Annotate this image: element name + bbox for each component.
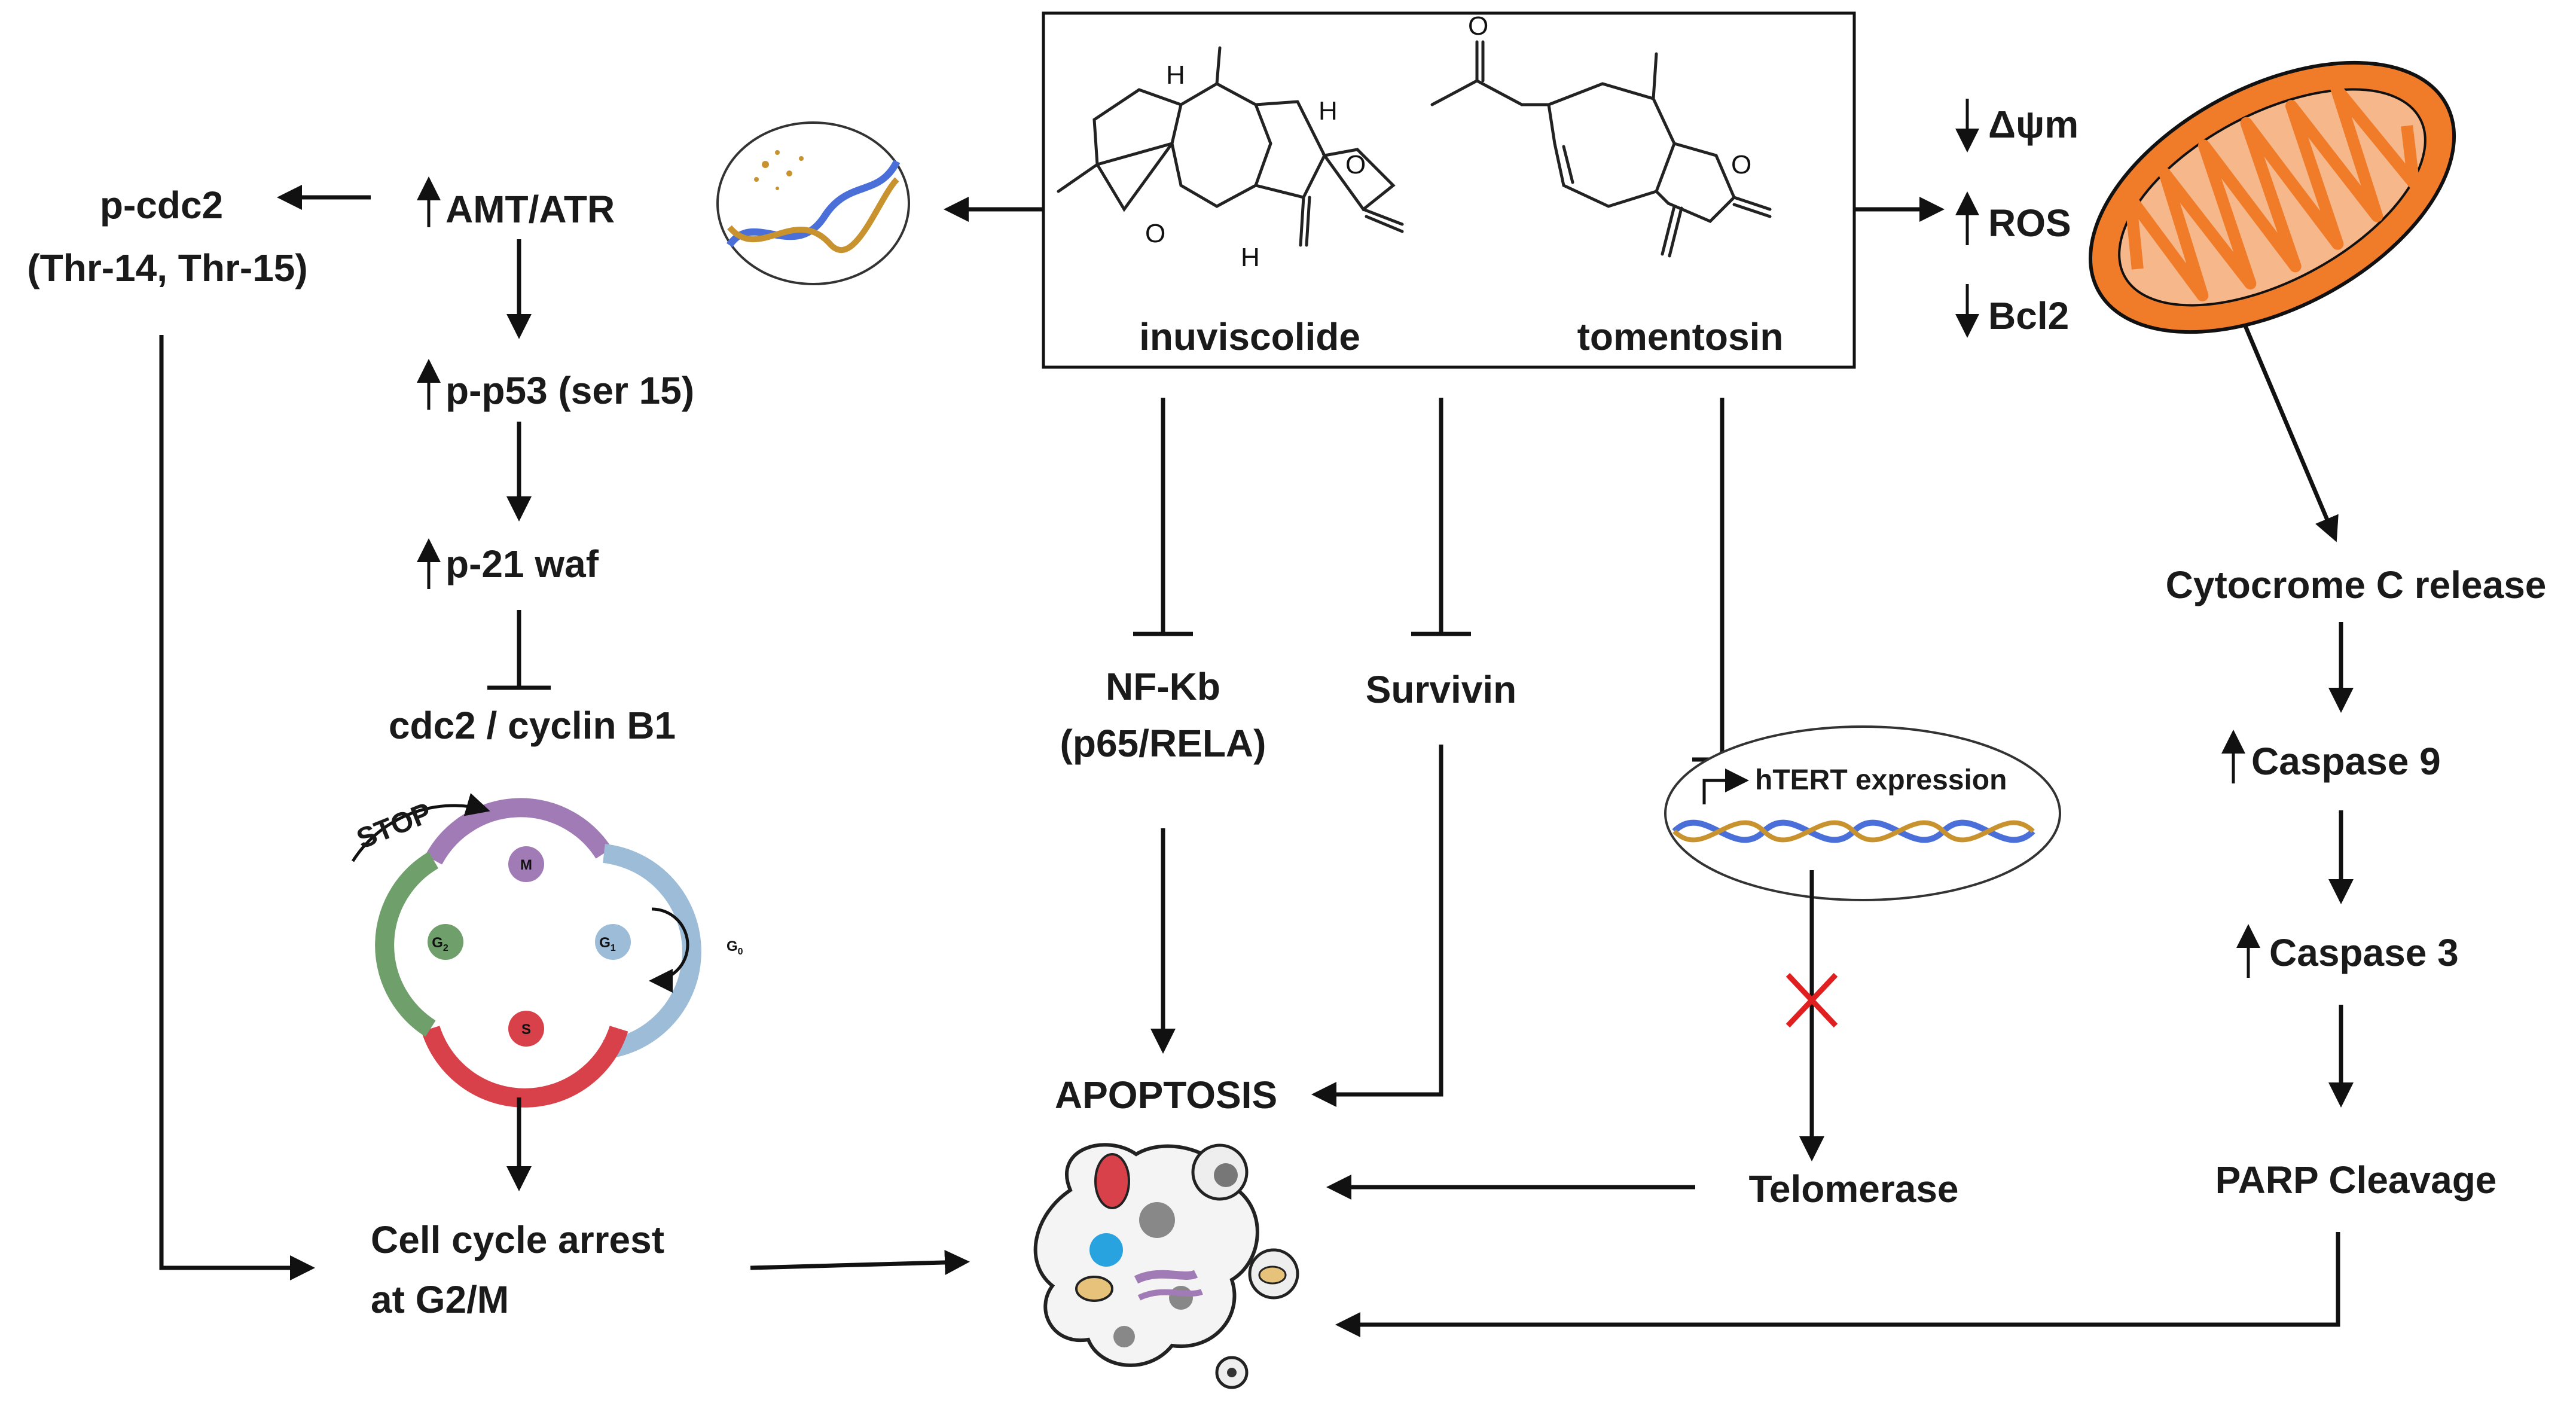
tomentosin-structure: O O [1430,11,1772,258]
stop-label: STOP [352,797,436,855]
atom-o-lactone-2: O [1731,150,1751,179]
telomerase-label: Telomerase [1749,1167,1959,1210]
htert-label: hTERT expression [1755,764,2007,796]
survivin-label: Survivin [1366,668,1517,711]
compound-box [1042,11,1856,369]
p-cdc2-label: p-cdc2 [100,184,223,227]
phase-m-dot [508,846,544,882]
mitochondrion-icon [2088,60,2456,334]
damaged-dna-icon [727,150,901,253]
phase-s-label: S [521,1021,531,1038]
atom-h-right: H [1318,96,1338,126]
htert-ellipse [1664,725,2061,901]
thr-sites-label: (Thr-14, Thr-15) [27,246,307,289]
dpsi-label: Δψm [1988,103,2078,146]
phase-g1-label: G1 [599,935,616,953]
cell-cycle-wheel: M G1 S G2 G0 STOP [351,793,743,1108]
parp-label: PARP Cleavage [2215,1158,2497,1201]
nfkb-label-line2: (p65/RELA) [1060,722,1266,765]
inuviscolide-structure: H H H O O [1057,46,1404,272]
amt-atr-label: AMT/ATR [445,188,615,231]
htert-dna-icon [1672,819,2035,843]
tomentosin-label: tomentosin [1577,315,1784,358]
caspase9-label: Caspase 9 [2251,740,2441,783]
p21-label: p-21 waf [445,542,599,585]
phase-g2-dot [428,924,463,960]
promoter-arrow [1702,768,1749,804]
phase-g2-label: G2 [432,935,448,953]
arrest-label-line1: Cell cycle arrest [371,1218,664,1261]
atom-o-lactone: O [1345,150,1366,179]
cdc2-cyclin-label: cdc2 / cyclin B1 [389,704,676,747]
atom-h-bottom: H [1241,243,1260,272]
arrow-parp-to-cell [1335,1232,2340,1337]
phase-g1-dot [595,924,631,960]
phase-s-dot [508,1011,544,1047]
arrest-label-line2: at G2/M [371,1278,509,1321]
inuviscolide-label: inuviscolide [1139,315,1360,358]
apoptosis-label: APOPTOSIS [1055,1073,1277,1117]
arrow-mito-to-cytochrome [2243,325,2339,542]
phase-m-label: M [520,857,532,873]
cytochrome-label: Cytocrome C release [2166,563,2547,606]
arrow-survivin-to-apoptosis [1311,745,1443,1107]
atom-h-top: H [1166,60,1185,90]
bcl2-label: Bcl2 [1988,294,2069,337]
caspase3-label: Caspase 3 [2269,931,2459,974]
atom-o-epoxide: O [1145,219,1165,248]
nfkb-label-line1: NF-Kb [1106,665,1220,708]
arrow-pcdc2-to-arrest [159,335,315,1280]
p-p53-label: p-p53 (ser 15) [445,369,694,412]
phase-g0-label: G0 [727,938,743,957]
blocked-x-icon [1786,972,1838,1028]
apoptotic-cell-icon [1033,1143,1299,1389]
atom-o-ketone: O [1468,11,1488,41]
ros-label: ROS [1988,202,2071,245]
arrow-arrest-to-cell [750,1249,970,1275]
